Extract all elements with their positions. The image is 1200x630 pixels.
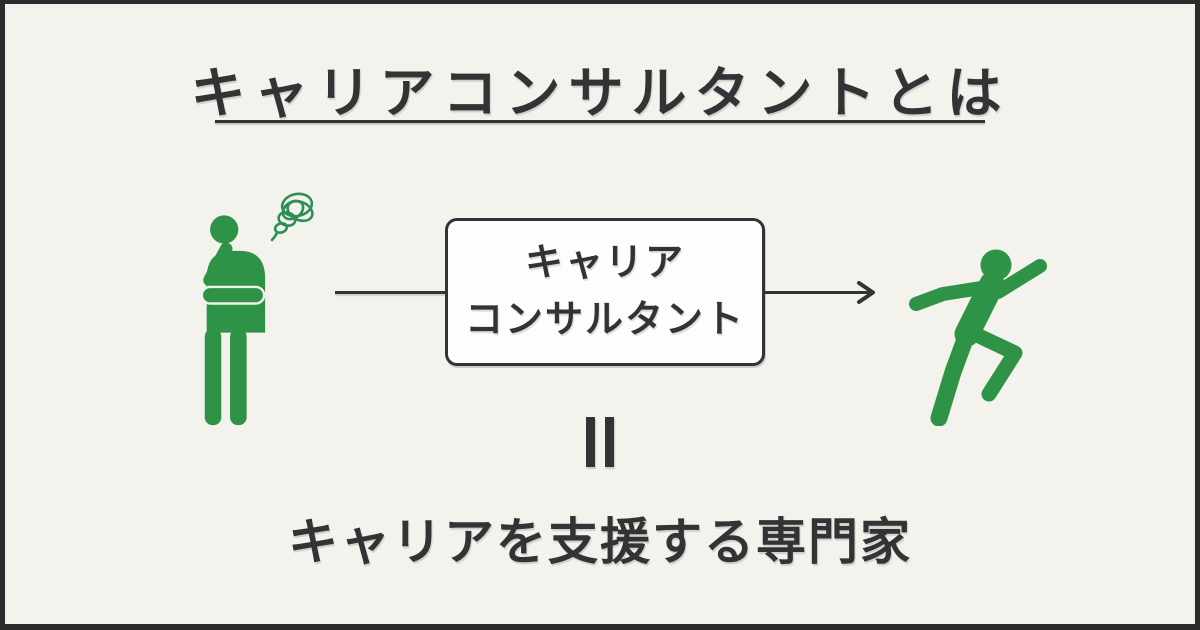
page-title: キャリアコンサルタントとは <box>190 62 1010 124</box>
arrow-right-icon <box>765 281 875 304</box>
double-bar-equals-icon <box>586 417 614 467</box>
box-label-line2: コンサルタント <box>464 299 745 341</box>
definition-text: キャリアを支援する専門家 <box>288 514 912 570</box>
box-label-line1: キャリア <box>524 242 685 284</box>
career-consultant-box: キャリア コンサルタント <box>445 218 765 366</box>
running-person-icon <box>909 249 1047 426</box>
title-underline <box>215 120 985 123</box>
thinking-person-icon <box>200 215 266 426</box>
card-background: キャリアコンサルタントとは キャリア コンサルタント <box>5 4 1195 624</box>
tangled-scribble-icon <box>270 192 314 242</box>
plain-line-connector <box>335 291 445 294</box>
equals-bar-left <box>586 417 595 467</box>
equals-bar-right <box>605 417 614 467</box>
